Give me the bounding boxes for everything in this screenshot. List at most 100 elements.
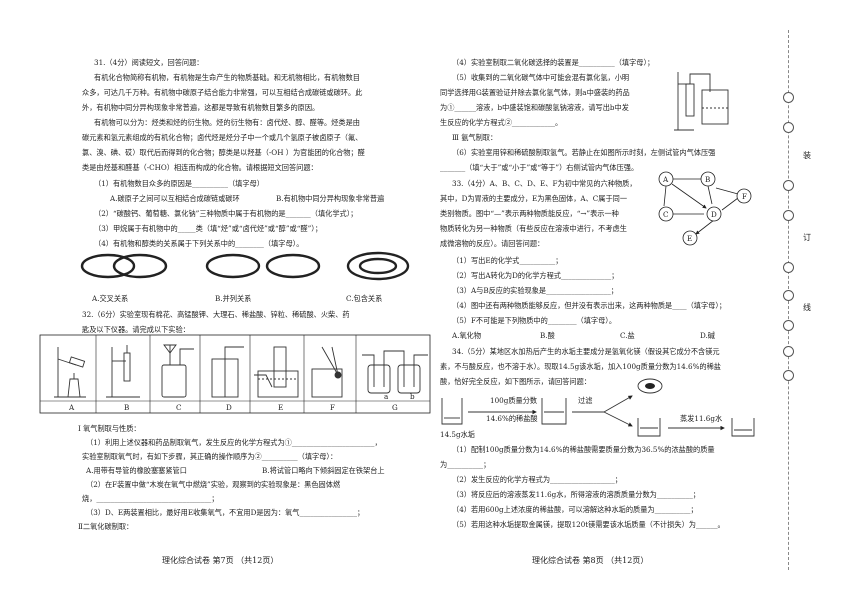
q32-section-2: Ⅱ二氧化碳制取： xyxy=(78,522,134,531)
q34-text: 素，不与酸反应，也不溶于水）。现取14.5g该水垢，加入100g质量分数为14.… xyxy=(440,362,721,371)
q32-sub2: （2）在F装置中做“木炭在氧气中燃烧”实验，观察到的实验现象是：黑色固体燃 xyxy=(86,480,341,489)
process-label-scale: 14.5g水垢 xyxy=(440,430,475,439)
binding-hole xyxy=(783,262,794,273)
q32-sub5-text: 为①______溶液，b中盛装饱和碳酸氢钠溶液，请写出b中发 xyxy=(440,103,629,112)
apparatus-label-a: A xyxy=(69,403,75,412)
q34-sub1: （1）配制100g质量分数为14.6%的稀盐酸需要质量分数为36.5%的浓盐酸的… xyxy=(452,445,715,454)
binding-hole xyxy=(783,122,794,133)
q32-section-1: Ⅰ 氧气制取与性质： xyxy=(78,424,141,433)
apparatus-label-e: E xyxy=(278,403,284,412)
q32-sub5-text: 生反应的化学方程式②____________。 xyxy=(440,118,563,127)
binding-hole xyxy=(783,320,794,331)
q34-sub1-b: 为__________； xyxy=(440,460,491,469)
binding-hole xyxy=(783,346,794,357)
node-b: B xyxy=(705,175,711,184)
q32-step-b: B.将试管口略向下倾斜固定在铁架台上 xyxy=(262,466,385,475)
q31-header: 31.（4分）阅读短文，回答问题： xyxy=(94,58,204,67)
q31-text: 外，有机物中同分异构现象非常普遍，这都是导致有机物数目繁多的原因。 xyxy=(82,103,320,112)
q33-option-a: A.氧化物 xyxy=(452,331,482,340)
q32-sub1-b: 实验室制取氧气时，有如下步骤，其正确的操作顺序为②__________（填字母）… xyxy=(82,452,338,461)
q31-text: 类是由烃基和醛基（-CHO）相连而构成的化合物。请根据短文回答问题： xyxy=(82,163,318,172)
q31-text: 众多，可达几千万种。有机物中碳原子结合能力非常强，可以互相结合成碳链或碳环。此 xyxy=(82,88,363,97)
q33-sub2: （2）写出A转化为D的化学方程式______________； xyxy=(452,271,619,280)
q34-sub5: （5）若用这种水垢提取金属镁，提取120t镁需要该水垢质量（不计损失）为____… xyxy=(452,520,725,529)
node-f: F xyxy=(742,192,747,201)
page-footer: 理化综合试卷 第8页 （共12页） xyxy=(532,556,649,565)
apparatus-figure xyxy=(39,334,431,414)
q32-sub5: （5）收集到的二氧化碳气体中可能会混有氯化氢，小明 xyxy=(452,73,630,82)
q31-opt-a: A.碳原子之间可以互相结合成碳链或碳环 xyxy=(110,194,240,203)
process-label-evaporate: 蒸发11.6g水 xyxy=(680,414,723,423)
q32-section-3: Ⅲ 氨气制取： xyxy=(452,133,498,142)
node-d: D xyxy=(711,210,717,219)
q34-sub4: （4）若用600g上述浓度的稀盐酸，可以溶解这种水垢的质量为__________… xyxy=(452,505,698,514)
q33-header: 33.（4分）A、B、C、D、E、F为初中常见的六种物质， xyxy=(452,179,637,188)
q33-option-d: D.碱 xyxy=(700,331,715,340)
binding-char-ding: 订 xyxy=(803,233,811,242)
q32-sub6: （6）实验室用锌和稀硫酸制取氢气。若静止在如图所示时刻，左侧试管内气体压强 xyxy=(452,148,716,157)
binding-hole xyxy=(783,180,794,191)
q32-header-2: 匙及以下仪器。请完成以下实验： xyxy=(82,325,190,334)
q31-sub4: （4）有机物和醇类的关系属于下列关系中的________（填字母）。 xyxy=(94,239,304,248)
q34-text: 酸，恰好完全反应，如下图所示，请回答问题： xyxy=(440,377,591,386)
process-label-filter: 过滤 xyxy=(578,396,593,405)
node-a: A xyxy=(663,175,669,184)
q33-sub1: （1）写出E的化学式__________； xyxy=(452,256,563,265)
relation-option-b: B.并列关系 xyxy=(215,294,252,303)
page-8: （4）实验室制取二氧化碳选择的装置是__________（填字母）； （5）收集… xyxy=(440,0,782,598)
apparatus-label-f: F xyxy=(330,403,335,412)
q33-sub5: （5）F不可能是下列物质中的________（填字母）。 xyxy=(452,316,617,325)
binding-hole xyxy=(783,370,794,381)
q32-sub1: （1）利用上述仪器和药品制取氧气，发生反应的化学方程式为①___________… xyxy=(86,438,382,447)
binding-hole xyxy=(783,290,794,301)
q33-sub3: （3）A与B反应的实验现象是__________________； xyxy=(452,286,618,295)
q34-sub3: （3）将反应后的溶液蒸发11.6g水，所得溶液的溶质质量分数为_________… xyxy=(452,490,700,499)
q32-sub2-b: 烧，________________________________； xyxy=(82,494,219,503)
q32-sub3: （3）D、E两装置相比，最好用E收集氧气，不宜用D是因为：氧气_________… xyxy=(86,508,365,517)
q31-sub3: （3）甲烷属于有机物中的_____类（填“烃”或“卤代烃”或“醇”或“醛”）； xyxy=(94,224,323,233)
process-label-add: 100g质量分数 xyxy=(490,396,538,405)
substance-relation-diagram xyxy=(658,171,752,246)
relation-option-a: A.交叉关系 xyxy=(92,294,129,303)
page-7: 31.（4分）阅读短文，回答问题： 有机化合物简称有机物，有机物是生命产生的物质… xyxy=(30,0,431,598)
q33-text: 类别物质。图中“—”表示两种物质能反应，“→”表示一种 xyxy=(440,209,619,218)
apparatus-label-d: D xyxy=(226,403,232,412)
q31-opt-b: B.有机物中同分异构现象非常普遍 xyxy=(276,194,385,203)
q31-text: 碳元素和氢元素组成的有机化合物；卤代烃是烃分子中一个或几个氢原子被卤原子（氟、 xyxy=(82,133,363,142)
apparatus-sub-a: a xyxy=(384,392,389,401)
process-label-add-2: 14.6%的稀盐酸 xyxy=(486,414,538,423)
q33-text: 物质转化为另一种物质（有些反应在溶液中进行，不考虑生 xyxy=(440,224,627,233)
q33-text: 成微溶物的反应）。请回答问题： xyxy=(440,239,545,248)
q32-sub5-text: 同学选择用G装置验证并除去氯化氢气体，则a中盛装的药品 xyxy=(440,88,630,97)
relation-option-c: C.包含关系 xyxy=(346,294,383,303)
q32-sub6-b: _______（填“大于”或“小于”或“等于”）右侧试管内气体压强。 xyxy=(440,163,639,172)
q33-option-b: B.酸 xyxy=(540,331,555,340)
node-c: C xyxy=(663,210,669,219)
page-footer: 理化综合试卷 第7页 （共12页） xyxy=(162,556,279,565)
q33-text: 其中，D为胃液的主要成分，E为黑色固体，A、C属于同一 xyxy=(440,194,628,203)
node-e: E xyxy=(687,234,693,243)
q31-text: 有机物可以分为：烃类和烃的衍生物。烃的衍生物有：卤代烃、醇、醛等。烃类是由 xyxy=(94,118,360,127)
q31-text: 氯、溴、碘、砹）取代后而得到的化合物；醇类是以羟基（-OH ）为官能团的化合物；… xyxy=(82,148,365,157)
q31-text: 有机化合物简称有机物，有机物是生命产生的物质基础。和无机物相比，有机物数目 xyxy=(94,73,360,82)
q31-sub2: （2）“碳酸钙、葡萄糖、氯化钠”三种物质中属于有机物的是_______（填化学式… xyxy=(94,209,358,218)
q33-option-c: C.盐 xyxy=(620,331,635,340)
q34-header: 34.（5分）某地区水加热后产生的水垢主要成分是氢氧化镁（假设其它成分不含镁元 xyxy=(452,347,720,356)
apparatus-label-c: C xyxy=(176,403,182,412)
binding-char-zhuang: 装 xyxy=(803,151,811,160)
process-figure xyxy=(441,378,755,437)
binding-hole xyxy=(783,210,794,221)
binding-hole xyxy=(783,92,794,103)
set-relation-figures xyxy=(80,251,410,281)
q33-sub4: （4）图中还有两种物质能够反应，但并没有表示出来，这两种物质是____（填字母）… xyxy=(452,301,727,310)
q32-header: 32.（6分）实验室现有棉花、高锰酸钾、大理石、稀盐酸、锌粒、稀硫酸、火柴、药 xyxy=(82,310,350,319)
q32-step-a: A.用带有导管的橡胶塞塞紧管口 xyxy=(86,466,187,475)
apparatus-sub-b: b xyxy=(410,392,415,401)
apparatus-label-g: G xyxy=(392,403,398,412)
q31-sub1: （1）有机物数目众多的原因是__________（填字母） xyxy=(94,179,264,188)
gas-apparatus-figure xyxy=(674,72,729,131)
q34-sub2: （2）发生反应的化学方程式为__________________； xyxy=(452,475,622,484)
binding-char-xian: 线 xyxy=(803,303,811,312)
apparatus-label-b: B xyxy=(124,403,130,412)
q32-sub4: （4）实验室制取二氧化碳选择的装置是__________（填字母）； xyxy=(452,58,655,67)
